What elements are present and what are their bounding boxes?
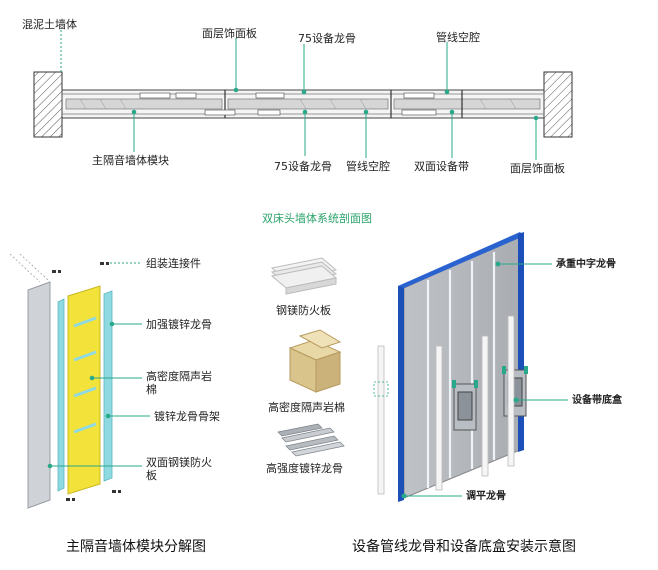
label-face-panel-top: 面层饰面板 xyxy=(202,27,257,40)
mgo-board-stack-image xyxy=(270,257,338,295)
device-box-right xyxy=(502,366,528,417)
label-galv-frame: 镀锌龙骨骨架 xyxy=(154,410,220,423)
label-conduit-cavity-bottom: 管线空腔 xyxy=(346,160,390,173)
label-concrete-wall: 混泥土墙体 xyxy=(22,18,77,31)
label-connector: 组装连接件 xyxy=(146,257,201,270)
label-rockwool: 高密度隔声岩棉 xyxy=(146,370,212,396)
label-mgo-board: 双面钢镁防火板 xyxy=(146,456,212,482)
label-main-module: 主隔音墙体模块 xyxy=(92,154,169,167)
label-conduit-cavity-top: 管线空腔 xyxy=(436,31,480,44)
label-material-mgo: 钢镁防火板 xyxy=(276,304,331,317)
install-drawing xyxy=(373,232,568,502)
label-load-keel: 承重中字龙骨 xyxy=(556,259,616,270)
concrete-wall-left xyxy=(33,71,63,138)
device-box-left xyxy=(452,380,478,431)
galv-keel-image xyxy=(277,423,345,457)
label-material-galv-keel: 高强度镀锌龙骨 xyxy=(266,462,343,475)
exploded-view-caption: 主隔音墙体模块分解图 xyxy=(66,539,206,555)
keel-left-shape xyxy=(57,298,65,492)
rockwool-block-image xyxy=(288,329,342,393)
exploded-module-drawing xyxy=(9,253,150,509)
mgo-board-shape xyxy=(27,281,51,509)
label-keel75-bottom: 75设备龙骨 xyxy=(274,160,332,173)
label-keel75-top: 75设备龙骨 xyxy=(298,32,356,45)
label-device-box: 设备带底盒 xyxy=(572,395,622,406)
keel-right-shape xyxy=(103,290,113,482)
materials-drawing xyxy=(270,257,345,457)
label-galv-keel: 加强镀锌龙骨 xyxy=(146,318,212,331)
section-view-drawing xyxy=(33,30,573,160)
install-view-caption: 设备管线龙骨和设备底盒安装示意图 xyxy=(352,539,576,555)
concrete-wall-right xyxy=(543,71,573,138)
label-face-panel-bottom: 面层饰面板 xyxy=(510,162,565,175)
label-material-rockwool: 高密度隔声岩棉 xyxy=(268,401,345,414)
section-view-title: 双床头墙体系统剖面图 xyxy=(262,212,372,225)
label-adjust-keel: 调平龙骨 xyxy=(466,491,506,502)
rockwool-shape xyxy=(67,285,101,495)
label-double-strip: 双面设备带 xyxy=(414,160,469,173)
